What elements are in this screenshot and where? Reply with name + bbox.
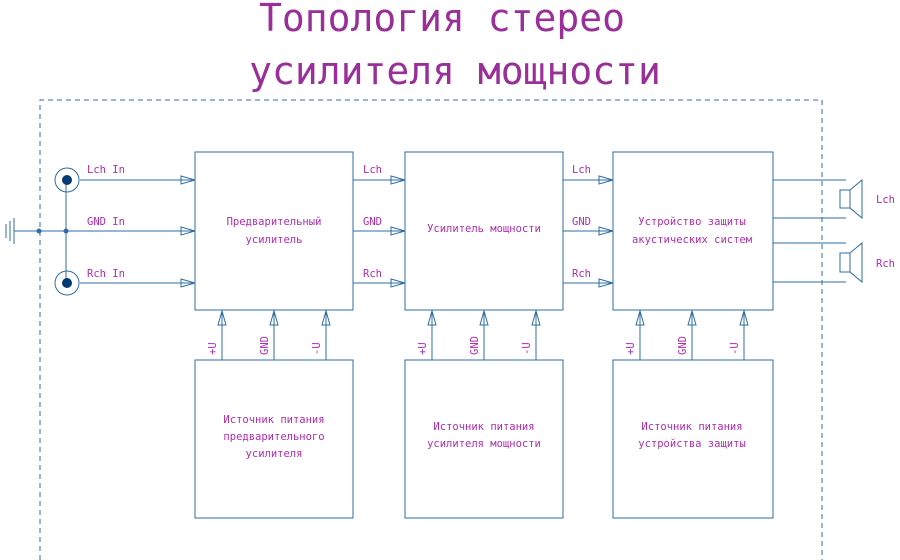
rail-label-minus: -U [521,342,533,355]
rail-label-gnd: GND [677,336,689,355]
rail-label-minus: -U [311,342,323,355]
speaker-label-left: Lch [876,194,895,206]
protection-block [612,151,774,311]
gnd-in-label: GND In [87,216,125,228]
left-speaker-icon [839,178,863,220]
rail-label-plus: +U [417,342,429,355]
lch-in-label: Lch In [87,164,125,176]
power-rails-protection [635,309,749,360]
preamp-block [194,151,354,311]
amp-to-protection-lines [563,175,615,288]
psu-preamp-label-line3: усилителя [246,448,303,460]
rch-input-jack-icon [54,270,80,296]
enclosure-border [39,99,823,560]
psu-protection-label-line1: Источник питания [641,421,742,433]
input-arrows [180,175,197,288]
speaker-label-right: Rch [876,258,895,270]
rail-label-gnd: GND [469,336,481,355]
rail-label-plus: +U [207,342,219,355]
preamp-label-line2: усилитель [246,234,303,246]
psu-protection-block [612,359,774,519]
diagram-title-line2: усилителя мощности [249,49,661,93]
signal-label-gnd: GND [572,216,591,228]
right-speaker-icon [839,241,863,284]
protection-label-line1: Устройство защиты [638,216,745,228]
psu-protection-label-line2: устройства защиты [638,438,745,450]
signal-label-rch: Rch [572,268,591,280]
rch-in-label: Rch In [87,268,125,280]
junction-dot [36,228,42,234]
psu-preamp-label-line1: Источник питания [223,414,324,426]
signal-label-gnd: GND [363,216,382,228]
rail-label-plus: +U [625,342,637,355]
signal-label-rch: Rch [363,268,382,280]
power-rails-power-amp [427,309,541,360]
rail-label-minus: -U [729,342,741,355]
protection-label-line2: акустических систем [632,234,753,246]
signal-label-lch: Lch [363,164,382,176]
preamp-to-amp-lines [353,175,407,288]
speaker-output-lines [773,179,846,283]
psu-power-label-line2: усилителя мощности [427,438,541,450]
lch-input-jack-icon [54,167,80,193]
psu-preamp-label-line2: предварительного [223,431,324,443]
psu-power-label-line1: Источник питания [433,421,534,433]
diagram-title-line1: Топология стерео [259,0,625,40]
preamp-label-line1: Предварительный [227,216,322,228]
power-rails-preamp [217,309,331,360]
psu-preamp-block [194,359,354,519]
rail-label-gnd: GND [259,336,271,355]
power-amp-block [404,151,564,311]
ground-icon [5,218,40,244]
signal-label-lch: Lch [572,164,591,176]
power-amp-label: Усилитель мощности [427,223,541,235]
